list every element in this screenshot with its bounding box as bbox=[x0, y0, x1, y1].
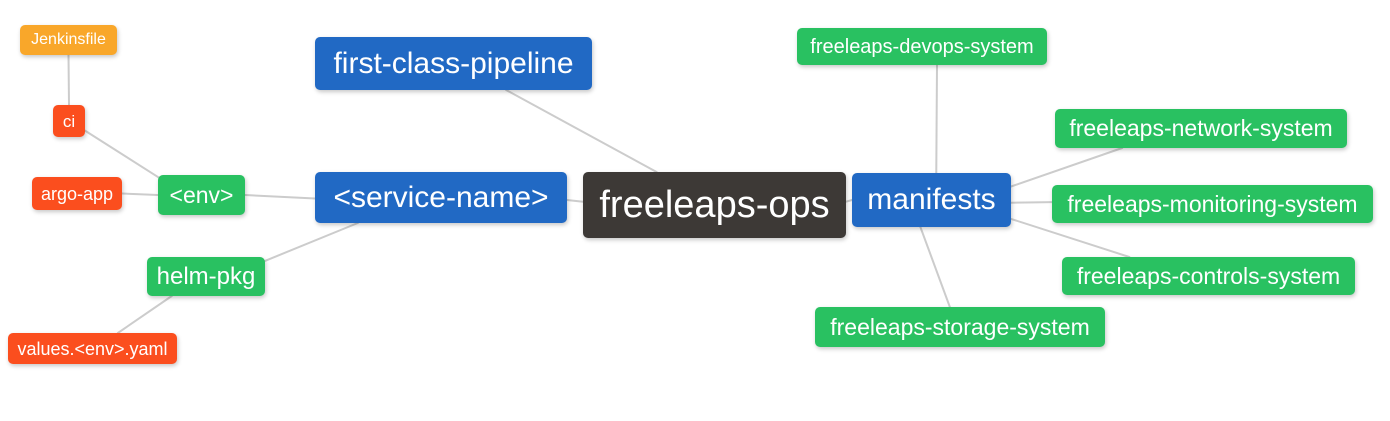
node-label: freeleaps-controls-system bbox=[1076, 262, 1341, 289]
edge-service-name-to-freeleaps-ops bbox=[566, 199, 584, 203]
edge-manifests-to-freeleaps-devops-system bbox=[935, 64, 938, 174]
mindmap-node-service-name[interactable]: <service-name> bbox=[315, 172, 567, 223]
edge-argo-app-to-env bbox=[121, 192, 159, 196]
mindmap-node-first-class-pipeline[interactable]: first-class-pipeline bbox=[315, 37, 592, 90]
mindmap-node-env[interactable]: <env> bbox=[158, 175, 245, 215]
node-label: freeleaps-storage-system bbox=[830, 313, 1090, 340]
node-label: manifests bbox=[867, 183, 996, 216]
mindmap-node-freeleaps-monitoring-system[interactable]: freeleaps-monitoring-system bbox=[1052, 185, 1373, 223]
node-label: helm-pkg bbox=[156, 262, 256, 290]
edge-manifests-to-freeleaps-controls-system bbox=[1010, 217, 1131, 258]
mindmap-node-jenkinsfile[interactable]: Jenkinsfile bbox=[20, 25, 117, 55]
mindmap-node-values-env-yaml[interactable]: values.<env>.yaml bbox=[8, 333, 177, 364]
mindmap-node-freeleaps-storage-system[interactable]: freeleaps-storage-system bbox=[815, 307, 1105, 347]
mindmap-node-freeleaps-devops-system[interactable]: freeleaps-devops-system bbox=[797, 28, 1047, 65]
node-label: argo-app bbox=[40, 183, 114, 204]
node-label: <service-name> bbox=[333, 180, 549, 214]
mindmap-node-freeleaps-ops[interactable]: freeleaps-ops bbox=[583, 172, 846, 238]
node-label: first-class-pipeline bbox=[333, 46, 574, 80]
edge-manifests-to-freeleaps-monitoring-system bbox=[1010, 201, 1053, 204]
node-label: freeleaps-devops-system bbox=[810, 35, 1034, 58]
edge-jenkinsfile-to-ci bbox=[67, 54, 70, 106]
mindmap-node-ci[interactable]: ci bbox=[53, 105, 85, 137]
edge-manifests-to-freeleaps-network-system bbox=[1010, 147, 1124, 188]
edge-helm-pkg-to-service-name bbox=[264, 222, 359, 262]
mindmap-node-freeleaps-controls-system[interactable]: freeleaps-controls-system bbox=[1062, 257, 1355, 295]
edge-manifests-to-freeleaps-storage-system bbox=[919, 226, 951, 308]
edge-freeleaps-ops-to-manifests bbox=[845, 199, 853, 203]
node-label: Jenkinsfile bbox=[31, 31, 106, 48]
mindmap-node-manifests[interactable]: manifests bbox=[852, 173, 1011, 227]
mindmap-node-freeleaps-network-system[interactable]: freeleaps-network-system bbox=[1055, 109, 1347, 148]
edge-values-env-yaml-to-helm-pkg bbox=[116, 295, 173, 334]
node-label: freeleaps-network-system bbox=[1069, 115, 1333, 141]
node-label: values.<env>.yaml bbox=[17, 338, 168, 359]
node-label: <env> bbox=[169, 181, 234, 208]
edge-first-class-pipeline-to-freeleaps-ops bbox=[505, 89, 658, 173]
mindmap-node-argo-app[interactable]: argo-app bbox=[32, 177, 122, 210]
edge-ci-to-env bbox=[84, 129, 164, 181]
node-label: freeleaps-ops bbox=[599, 184, 830, 226]
node-label: freeleaps-monitoring-system bbox=[1067, 190, 1358, 217]
mindmap-node-helm-pkg[interactable]: helm-pkg bbox=[147, 257, 265, 296]
edge-env-to-service-name bbox=[244, 194, 316, 200]
node-label: ci bbox=[62, 111, 76, 131]
